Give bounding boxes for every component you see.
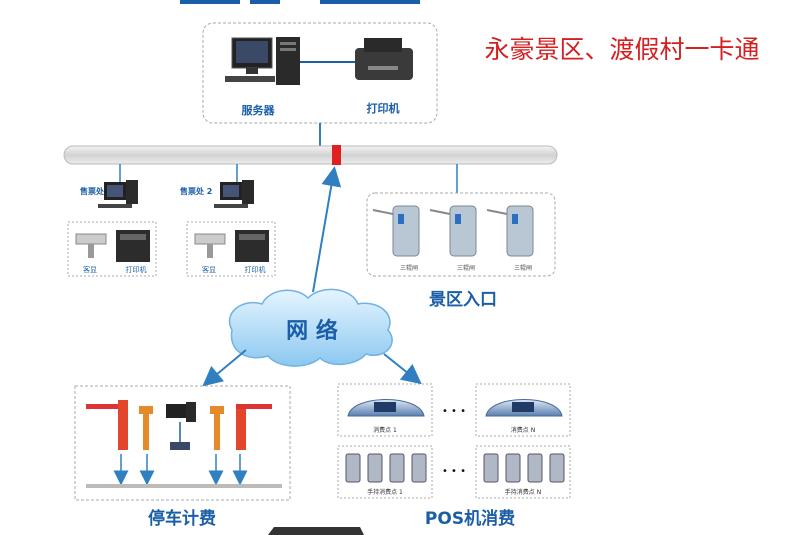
handheld-pos-1-label: 手持消费点 1: [367, 488, 403, 496]
network-cloud: 网 络: [228, 288, 393, 367]
ticket-office-1-display-label: 客显: [83, 265, 97, 274]
barrier-gate-right-icon: [236, 404, 272, 450]
handheld-ellipsis: • • •: [442, 466, 466, 477]
handheld-pos-1-icon: [345, 453, 427, 483]
vehicle-arrows: [113, 454, 248, 486]
ticket-office-2-printer-icon: [235, 230, 269, 262]
turnstile-3-icon: [486, 205, 534, 257]
main-printer-icon: [355, 38, 413, 80]
gates-heading: 景区入口: [429, 290, 497, 310]
gate-1-label: 三辊闸: [400, 264, 418, 272]
ticket-office-1-label: 售票处 1: [79, 186, 113, 196]
card-reader-left-icon: [139, 406, 153, 450]
ticket-office-1-printer-icon: [116, 230, 150, 262]
gates-panel: 三辊闸 三辊闸 三辊闸: [366, 192, 556, 277]
parking-heading: 停车计费: [148, 508, 216, 529]
turnstile-2-icon: [429, 205, 477, 257]
parking-computer-icon: [166, 402, 196, 422]
pos-terminal-n-icon: [485, 399, 563, 417]
gate-3-label: 三辊闸: [514, 264, 532, 272]
handheld-pos-n-icon: [483, 453, 565, 483]
ticket-office-2-display-label: 客显: [202, 265, 216, 274]
handheld-pos-n-label: 手持消费点 N: [505, 488, 541, 496]
ticket-office-1-printer-label: 打印机: [126, 265, 147, 274]
ticket-office-1: 售票处 1 客显 打印机: [67, 180, 157, 277]
printer-label: 打印机: [367, 101, 400, 115]
turnstile-1-icon: [372, 205, 420, 257]
cloud-to-bus-arrow: [312, 166, 342, 293]
parking-controller-icon: [170, 442, 190, 450]
pos-panel: 消费点 1 • • • 消费点 N 手持消费点 1 • • • 手持消费点 N: [337, 383, 571, 499]
ticket-office-2-computer-icon: [214, 180, 254, 208]
server-panel: 服务器 打印机: [202, 22, 438, 124]
network-label: 网 络: [286, 318, 338, 344]
cropped-device: [268, 527, 364, 535]
pos-terminal-n-label: 消费点 N: [511, 426, 535, 434]
parking-lane-line: [86, 484, 282, 488]
network-bus: [63, 145, 558, 165]
ticket-office-2-printer-label: 打印机: [245, 265, 266, 274]
ticket-office-1-computer-icon: [98, 180, 138, 208]
server-tower-icon: [276, 37, 300, 85]
ticket-office-2-display-icon: [194, 233, 226, 258]
ticket-office-1-display-icon: [75, 233, 107, 258]
ticket-office-2: 售票处 2 客显 打印机: [179, 180, 276, 277]
pos-heading: POS机消费: [425, 508, 515, 529]
pos-terminal-1-icon: [347, 399, 425, 417]
server-monitor-icon: [225, 37, 275, 82]
cropped-heading: [180, 0, 420, 4]
diagram-title: 永豪景区、渡假村一卡通: [484, 35, 759, 64]
cloud-to-parking-arrow: [202, 349, 247, 387]
pos-terminal-1-label: 消费点 1: [373, 426, 397, 434]
card-reader-right-icon: [210, 406, 224, 450]
server-label: 服务器: [242, 103, 276, 117]
bus-junction: [332, 145, 341, 165]
pos-terminal-ellipsis: • • •: [442, 406, 466, 417]
parking-panel: [74, 385, 291, 501]
barrier-gate-left-icon: [86, 400, 128, 450]
gate-2-label: 三辊闸: [457, 264, 475, 272]
cloud-to-pos-arrow: [383, 353, 422, 385]
ticket-office-2-label: 售票处 2: [179, 186, 212, 196]
